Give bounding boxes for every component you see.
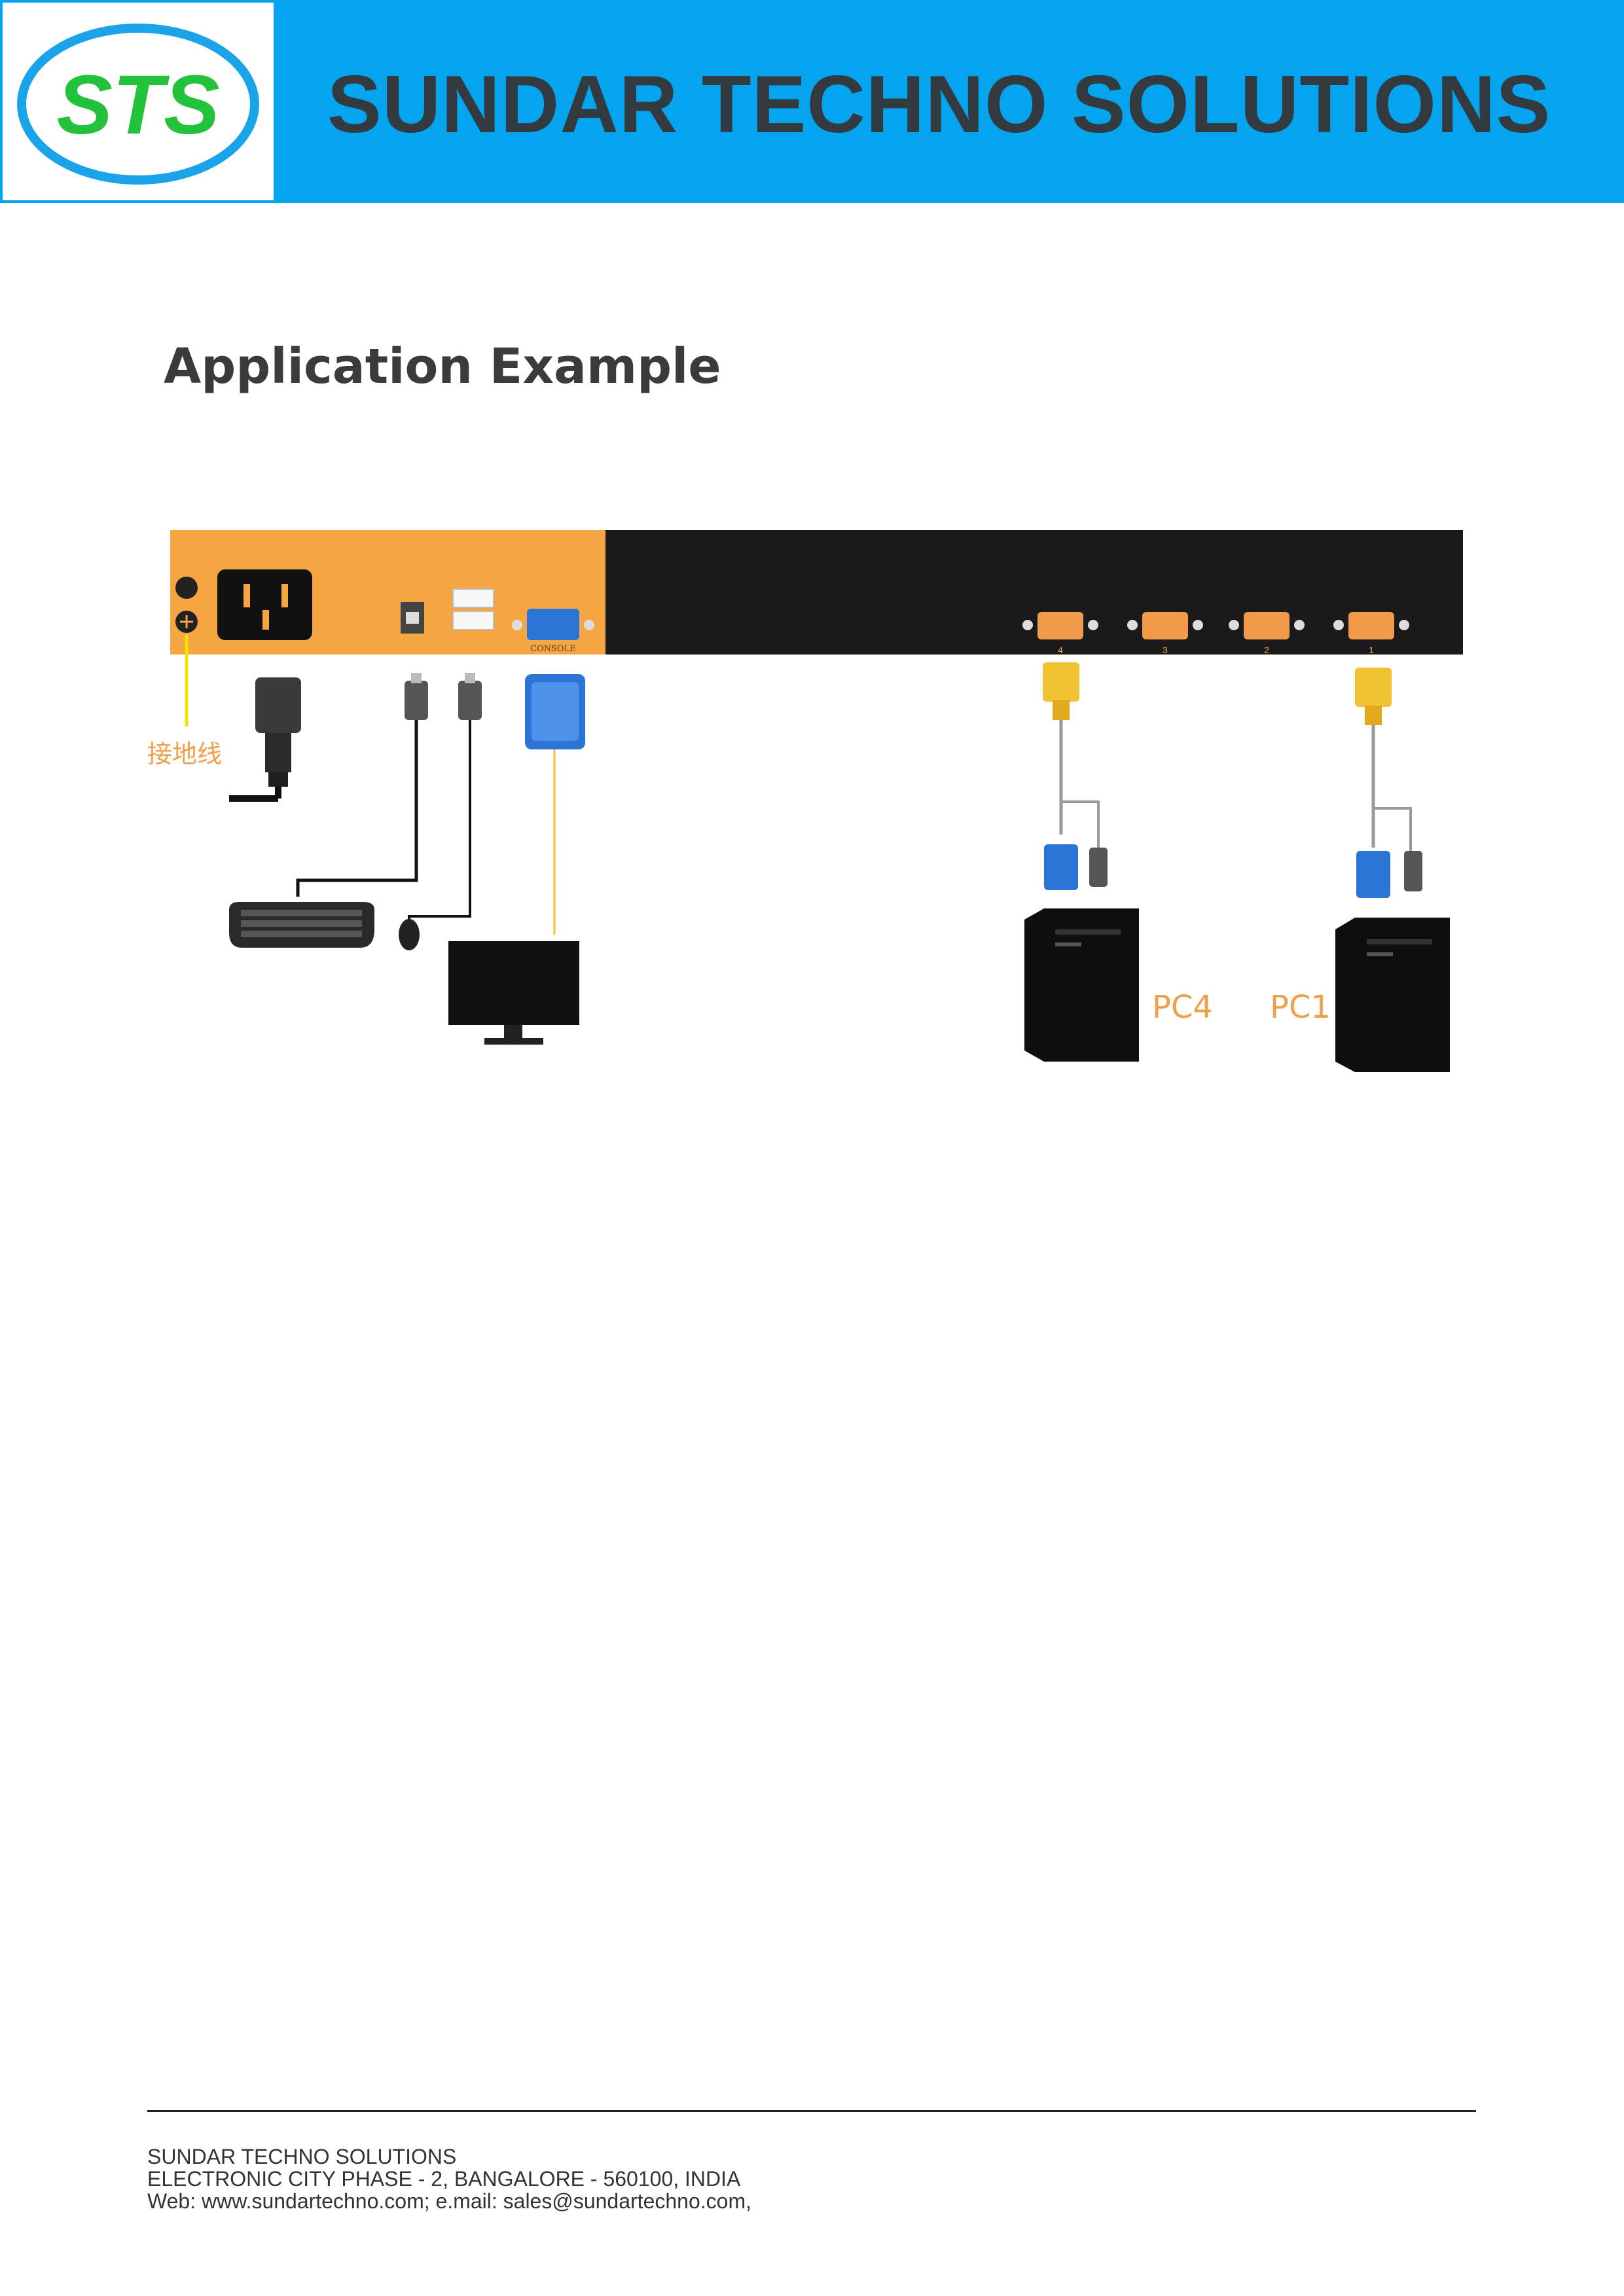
pc1-tower-icon [1335,918,1450,1072]
power-inlet-icon [217,569,312,640]
ground-screw-icon [175,577,198,599]
company-logo: STS [3,3,274,200]
console-port-label: CONSOLE [530,644,576,654]
pc4-cable [1043,662,1108,890]
company-name: SUNDAR TECHNO SOLUTIONS [327,60,1551,150]
monitor-icon [448,941,579,1045]
keyboard-icon [229,902,374,948]
footer-company: SUNDAR TECHNO SOLUTIONS [147,2145,457,2168]
logo-text: STS [57,58,220,152]
ground-wire-label: 接地线 [147,740,222,768]
port-label: 4 [1058,645,1063,655]
page-header: STS SUNDAR TECHNO SOLUTIONS [0,0,1624,203]
usb-keyboard-cable [296,673,428,897]
page-footer: SUNDAR TECHNO SOLUTIONS ELECTRONIC CITY … [147,2145,751,2212]
port-label: 1 [1369,645,1374,655]
power-cable-icon [229,677,301,802]
pc4-label: PC4 [1152,989,1213,1026]
vga-port-icon [1142,612,1188,639]
port-label: 3 [1163,645,1168,655]
vga-port-icon [1348,612,1394,639]
pc-port-1: 1 [1333,612,1409,655]
logo-emblem: STS [17,24,259,185]
pc4-tower-icon [1024,908,1139,1062]
footer-address: ELECTRONIC CITY PHASE - 2, BANGALORE - 5… [147,2167,741,2191]
section-title: Application Example [164,338,721,395]
vga-port-icon [1244,612,1290,639]
pc-port-3: 3 [1127,612,1203,655]
pc-port-4: 4 [1022,612,1098,655]
vga-port-icon [1038,612,1083,639]
pc1-cable [1355,668,1422,898]
pc1-label: PC1 [1270,989,1331,1026]
usb-port-icon [452,588,494,608]
mouse-icon [399,919,420,950]
pc-port-2: 2 [1229,612,1305,655]
kvm-switch-rear-panel: CONSOLE 4 3 2 1 [170,530,1463,655]
footer-divider [147,2110,1476,2112]
console-vga-cable [525,674,585,935]
usb-port-icon [452,611,494,630]
port-label: 2 [1264,645,1269,655]
console-vga-port-icon [527,609,579,640]
application-diagram: CONSOLE 4 3 2 1 接地线 [147,530,1463,1072]
footer-contact: Web: www.sundartechno.com; e.mail: sales… [147,2189,751,2213]
